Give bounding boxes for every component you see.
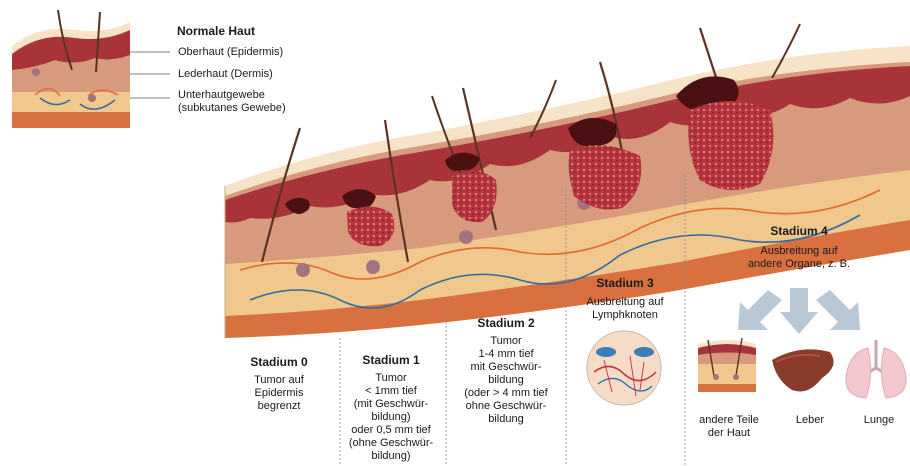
stage-1-line: Tumor (338, 372, 444, 385)
stage-1-line: (mit Geschwür- (338, 398, 444, 411)
spread-arrows (738, 288, 860, 334)
stage-2-title: Stadium 2 (448, 317, 564, 330)
lymph-node-icon (587, 331, 661, 405)
epidermis-label: Oberhaut (Epidermis) (178, 46, 283, 59)
normal-skin-title: Normale Haut (177, 25, 255, 38)
liver-icon (772, 349, 834, 391)
stage-2: Stadium 2 Tumor 1-4 mm tief mit Geschwür… (448, 317, 564, 426)
organ-lung-label: Lunge (852, 414, 906, 427)
stage-4-title: Stadium 4 (724, 225, 874, 238)
organ-liver-label: Leber (780, 414, 840, 427)
stage-2-line: ohne Geschwür- (448, 400, 564, 413)
stage-2-line: Tumor (448, 335, 564, 348)
organ-skin-label-line2: der Haut (684, 427, 774, 440)
stage-2-line: (oder > 4 mm tief (448, 387, 564, 400)
stage-4: Stadium 4 Ausbreitung auf andere Organe,… (724, 225, 874, 271)
stage-2-line: mit Geschwür- (448, 361, 564, 374)
stage-2-line: bildung (448, 374, 564, 387)
stage-3-title: Stadium 3 (566, 277, 684, 290)
stage-0-title: Stadium 0 (224, 356, 334, 369)
stage-2-line: 1-4 mm tief (448, 348, 564, 361)
stage-0: Stadium 0 Tumor auf Epidermis begrenzt (224, 356, 334, 413)
stage-3-line: Ausbreitung auf (566, 296, 684, 309)
stage-3: Stadium 3 Ausbreitung auf Lymphknoten (566, 277, 684, 322)
stage-0-line: begrenzt (224, 400, 334, 413)
stage-3-line: Lymphknoten (566, 309, 684, 322)
subcutis-label-line2: (subkutanes Gewebe) (178, 102, 286, 115)
skin-organ-icon (698, 338, 756, 392)
dermis-label: Lederhaut (Dermis) (178, 68, 273, 81)
stage-1-line: < 1mm tief (338, 385, 444, 398)
organ-skin-label-line1: andere Teile (684, 414, 774, 427)
stage-4-line: Ausbreitung auf (724, 245, 874, 258)
normal-skin-block (12, 10, 130, 128)
stage-4-line: andere Organe, z. B. (724, 258, 874, 271)
stage-1-line: (ohne Geschwür- (338, 437, 444, 450)
stage-1: Stadium 1 Tumor < 1mm tief (mit Geschwür… (338, 354, 444, 463)
organ-skin-label: andere Teile der Haut (684, 414, 774, 440)
stage-1-title: Stadium 1 (338, 354, 444, 367)
stage-1-line: bildung) (338, 411, 444, 424)
subcutis-label-line1: Unterhautgewebe (178, 89, 265, 102)
stage-1-line: bildung) (338, 450, 444, 463)
lung-icon (846, 340, 906, 398)
stage-1-line: oder 0,5 mm tief (338, 424, 444, 437)
stage-0-line: Epidermis (224, 387, 334, 400)
stage-2-line: bildung (448, 413, 564, 426)
stage-0-line: Tumor auf (224, 374, 334, 387)
